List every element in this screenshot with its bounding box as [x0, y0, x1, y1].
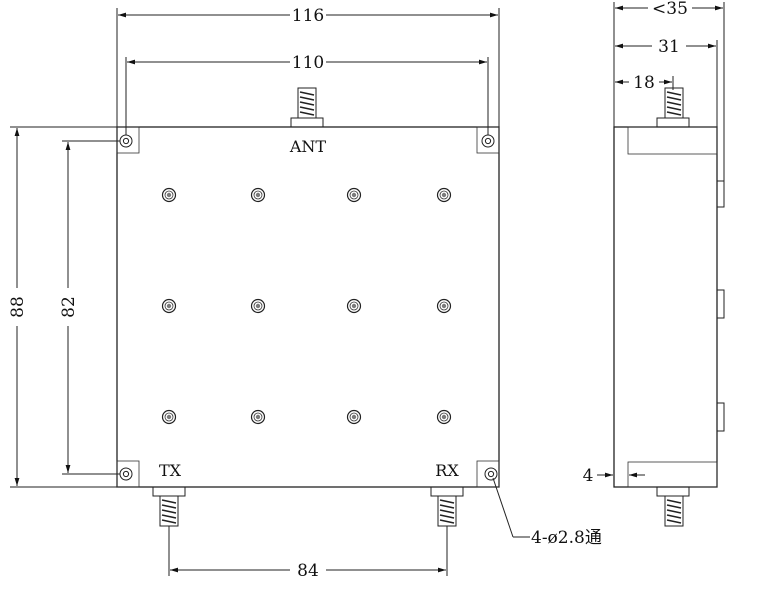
dim-35: <35	[652, 0, 688, 19]
dim-4: 4	[583, 466, 594, 486]
tuning-screw	[250, 409, 266, 425]
tuning-screw	[436, 409, 452, 425]
tuning-screw	[346, 187, 362, 203]
rx-label: RX	[435, 461, 459, 480]
tuning-screw	[161, 409, 177, 425]
dim-82: 82	[59, 296, 79, 318]
dimension-hole-spacing-height: 82	[59, 140, 120, 475]
dimension-body-depth: 31	[615, 37, 718, 127]
side-top-connector	[656, 87, 690, 128]
dim-84: 84	[297, 561, 319, 581]
ant-connector	[290, 87, 324, 128]
side-screw-heads	[716, 180, 725, 432]
dimension-connector-spacing: 84	[168, 526, 448, 581]
side-view: <35 31 18 4	[583, 0, 725, 527]
mounting-holes-callout: 4-ø2.8通	[492, 477, 602, 548]
holes-note: 4-ø2.8通	[531, 528, 602, 548]
dimension-max-depth: <35	[613, 0, 725, 181]
side-bottom-connector	[656, 486, 690, 527]
tuning-screw	[161, 298, 177, 314]
ant-label: ANT	[289, 137, 327, 156]
front-view: ANT TX RX 116 110 88	[8, 6, 602, 581]
dimension-hole-spacing-width: 110	[125, 53, 489, 135]
tuning-screw	[250, 298, 266, 314]
dim-116: 116	[292, 6, 324, 26]
dimension-flange-thickness: 4	[583, 466, 645, 486]
tuning-screw	[250, 187, 266, 203]
mounting-hole-bottom-right	[476, 460, 500, 488]
dim-31: 31	[658, 37, 680, 57]
dimension-connector-offset: 18	[615, 73, 674, 93]
enclosure-front	[116, 126, 500, 488]
tuning-screw	[436, 187, 452, 203]
tx-label: TX	[159, 461, 182, 480]
dim-110: 110	[292, 53, 324, 73]
tuning-screw	[346, 298, 362, 314]
rx-connector	[430, 486, 464, 527]
tuning-screw	[346, 409, 362, 425]
tuning-screw-grid	[161, 187, 452, 425]
tx-connector	[152, 486, 186, 527]
dim-18: 18	[633, 73, 655, 93]
dimension-overall-height: 88	[8, 126, 117, 488]
tuning-screw	[436, 298, 452, 314]
dim-88: 88	[8, 296, 28, 318]
enclosure-side	[613, 126, 718, 488]
tuning-screw	[161, 187, 177, 203]
dimension-overall-width: 116	[116, 6, 500, 127]
